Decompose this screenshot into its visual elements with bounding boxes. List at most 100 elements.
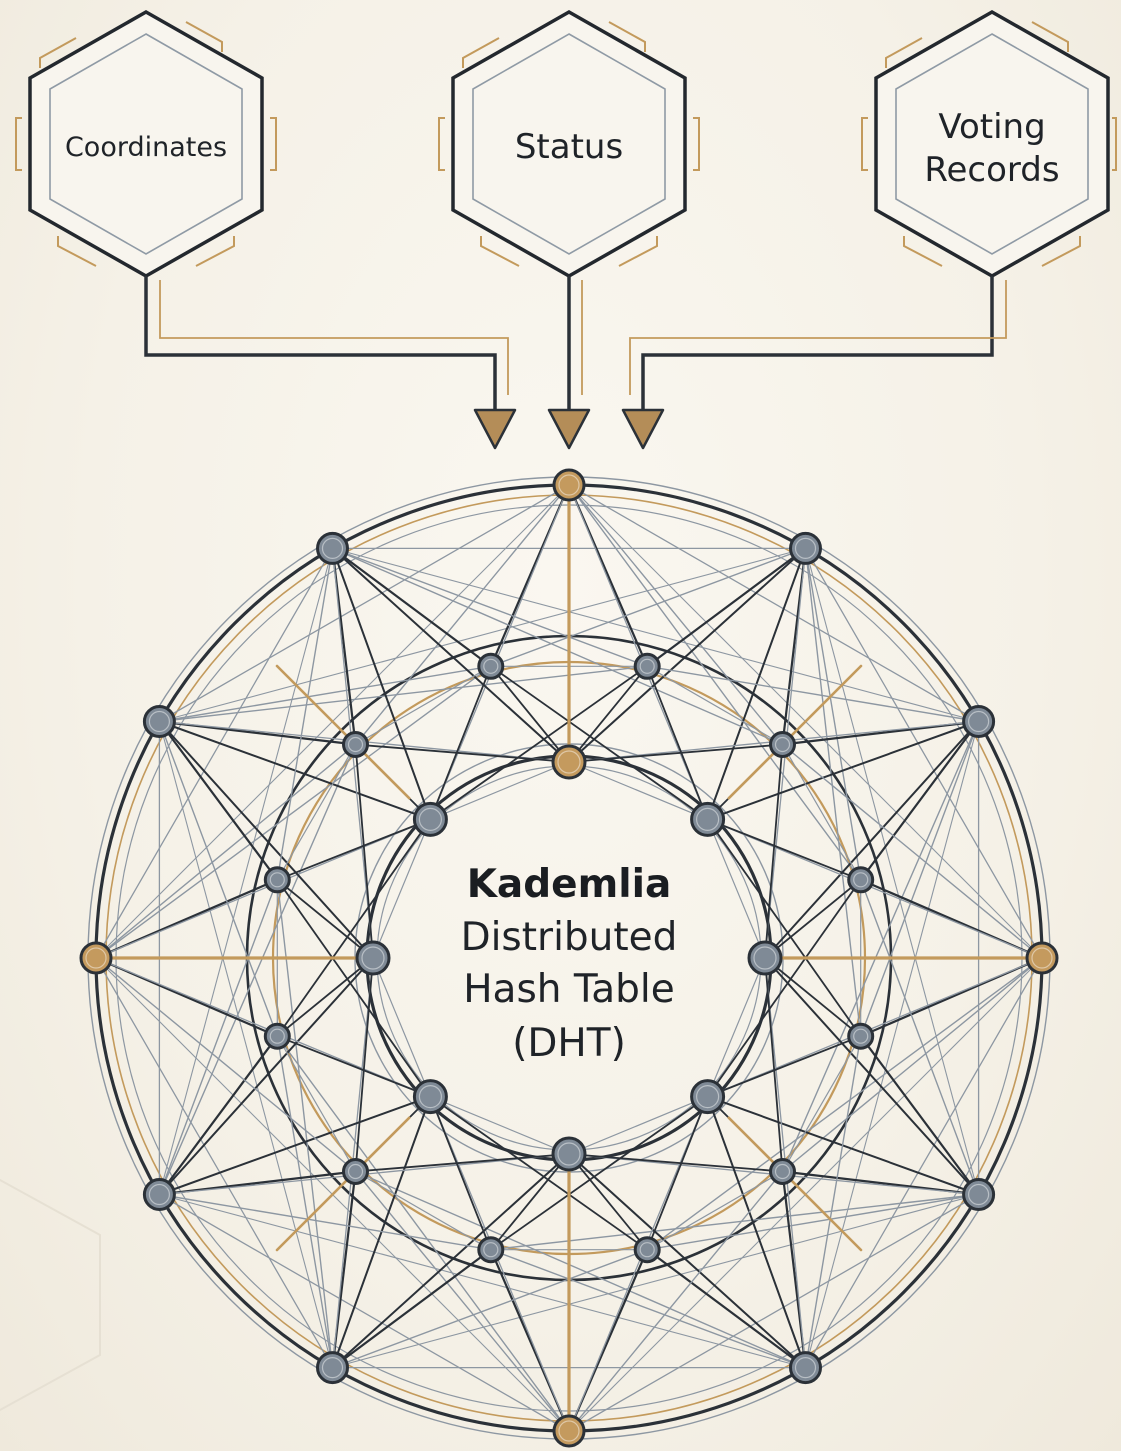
dht-node-outer-highlight	[794, 1356, 817, 1379]
center-subtitle-line: Hash Table	[463, 967, 675, 1012]
dht-node-inner	[412, 1079, 448, 1115]
dht-node-outer	[316, 1351, 349, 1385]
dht-node-outer	[789, 1351, 822, 1385]
dht-link	[568, 1095, 709, 1155]
dht-link	[804, 547, 862, 1037]
dht-link	[95, 665, 492, 959]
dht-link	[158, 665, 492, 723]
dht-link	[489, 1153, 570, 1251]
dht-link	[158, 720, 279, 881]
dht-node-inner-highlight	[557, 750, 581, 774]
dht-link	[781, 1035, 862, 1173]
dht-link	[706, 957, 766, 1098]
dht-node-mid-highlight	[269, 872, 285, 888]
center-subtitle-line: (DHT)	[512, 1021, 626, 1066]
background-hexagon-decoration	[0, 1178, 101, 1412]
dht-link	[804, 547, 980, 1196]
dht-node-outer-highlight	[321, 1356, 344, 1379]
dht-node-mid	[847, 1022, 875, 1050]
dht-node-outer-highlight	[967, 710, 990, 733]
dht-link	[764, 957, 784, 1173]
dht-link	[646, 1170, 784, 1251]
dht-link	[276, 879, 334, 1369]
dht-link	[429, 1095, 649, 1251]
dht-link	[568, 1153, 784, 1173]
dht-link	[158, 1035, 279, 1196]
dht-node-outer-highlight	[794, 537, 817, 560]
dht-link	[158, 879, 278, 1196]
dht-link	[781, 743, 862, 881]
source-label-line: Voting	[938, 107, 1045, 147]
dht-node-mid	[769, 1158, 796, 1185]
dht-link	[276, 1035, 334, 1369]
dht-link	[276, 1035, 357, 1173]
source-label-line: Records	[924, 150, 1059, 190]
dht-link	[331, 1248, 492, 1369]
dht-link	[429, 1095, 570, 1432]
dht-link	[276, 878, 374, 959]
dht-link	[706, 818, 862, 1038]
dht-node-mid-highlight	[269, 1028, 285, 1044]
dht-link	[764, 878, 862, 959]
dht-node-outer	[316, 531, 349, 565]
dht-link	[568, 1095, 709, 1432]
dht-link	[429, 761, 570, 821]
dht-node-outer	[142, 1178, 176, 1211]
dht-node-mid-highlight	[853, 1028, 869, 1044]
source-label-line: Status	[515, 127, 623, 167]
dht-link	[646, 1193, 980, 1251]
dht-node-outer-highlight	[967, 1183, 990, 1206]
dht-node-mid-highlight	[347, 736, 364, 753]
dht-link	[276, 878, 432, 1098]
dht-spoke	[727, 1116, 863, 1252]
dht-link	[706, 1095, 807, 1369]
source-coordinates: Coordinates	[15, 9, 277, 279]
dht-link	[646, 1248, 807, 1369]
dht-nodes	[79, 468, 1059, 1448]
dht-link	[429, 1095, 492, 1251]
dht-network	[79, 468, 1059, 1448]
dht-link	[804, 1035, 862, 1369]
dht-link	[158, 547, 807, 723]
dht-node-mid	[263, 1022, 291, 1050]
dht-link	[860, 720, 980, 1037]
dht-link	[158, 720, 334, 1369]
dht-link	[646, 1095, 709, 1251]
dht-node-inner-highlight	[695, 1084, 720, 1109]
dht-link	[804, 957, 1043, 1369]
dht-link	[429, 665, 649, 821]
connector-voting-records	[621, 276, 1007, 450]
dht-node-mid-highlight	[639, 1242, 655, 1258]
dht-link	[489, 665, 709, 821]
dht-link	[331, 1153, 570, 1369]
dht-link	[354, 484, 570, 746]
dht-link	[331, 547, 648, 667]
arrowhead-icon	[621, 408, 665, 450]
dht-node-outer-highlight	[85, 947, 107, 969]
dht-node-mid	[477, 1236, 505, 1264]
dht-link	[354, 665, 492, 746]
dht-node-mid-highlight	[347, 1163, 364, 1180]
dht-node-inner	[551, 744, 587, 780]
dht-link	[804, 547, 1043, 959]
dht-node-inner-highlight	[418, 1084, 442, 1109]
dht-node-outer	[552, 468, 586, 502]
dht-node-inner-highlight	[753, 946, 777, 970]
source-status: Status	[438, 9, 700, 279]
dht-link	[331, 547, 432, 821]
dht-link	[158, 957, 374, 1196]
dht-link	[781, 743, 1043, 959]
dht-link	[158, 665, 648, 723]
dht-link	[859, 720, 980, 881]
dht-link	[706, 878, 862, 1098]
dht-node-mid	[342, 1158, 369, 1185]
dht-link	[331, 547, 570, 763]
dht-link	[95, 957, 334, 1369]
dht-link	[354, 1170, 570, 1432]
dht-link	[95, 957, 432, 1098]
dht-link	[568, 484, 980, 723]
dht-node-outer	[552, 1414, 586, 1448]
dht-node-inner	[747, 940, 783, 976]
